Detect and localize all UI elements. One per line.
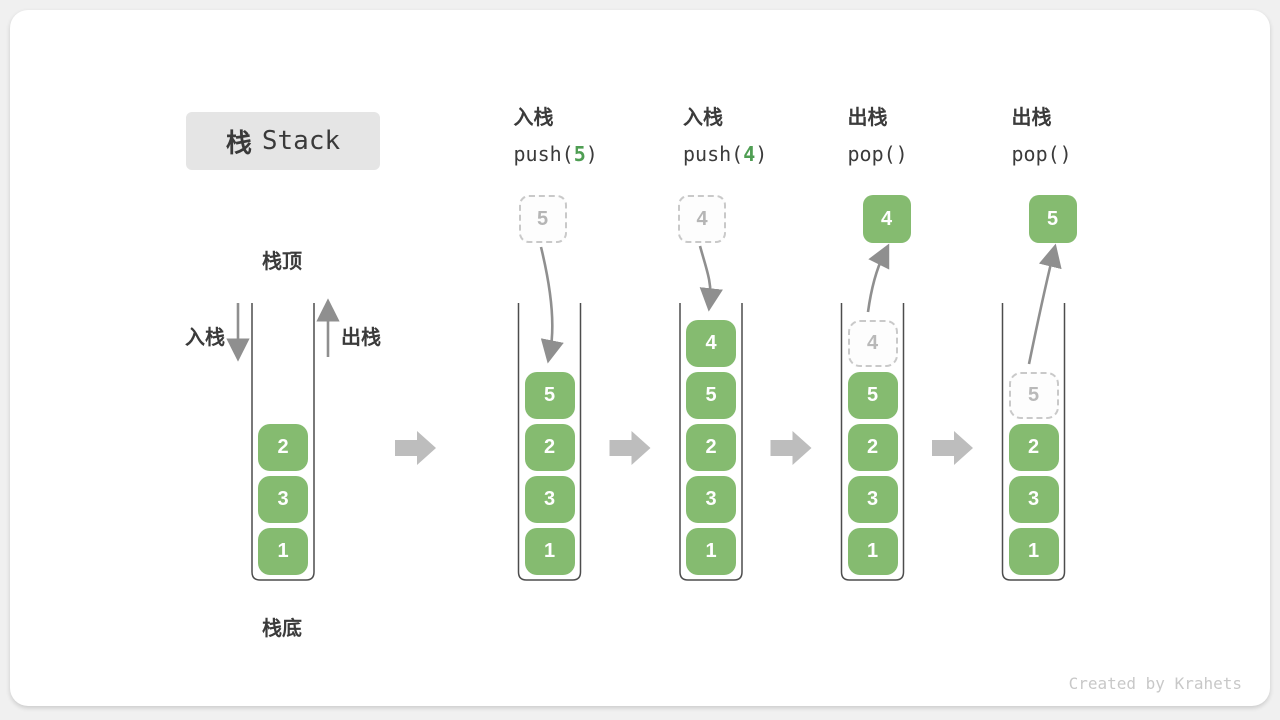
stack-block: 1 <box>847 528 898 575</box>
push-side-label: 入栈 <box>185 327 225 349</box>
stack-block: 1 <box>524 528 575 575</box>
stack-block: 2 <box>847 424 898 471</box>
stage-op-arg: 5 <box>573 142 586 166</box>
stage-op-code: push(5) <box>513 142 598 166</box>
transition-arrow-1 <box>609 431 651 465</box>
stack-block: 2 <box>524 424 575 471</box>
stack-block: 1 <box>1008 528 1059 575</box>
stack-top-label: 栈顶 <box>262 251 302 273</box>
stage-4-flow-arrow <box>1027 243 1062 365</box>
title-en: Stack <box>261 126 341 156</box>
ghost-block: 4 <box>847 320 898 367</box>
stack-block: 2 <box>686 424 736 471</box>
stage-2-floating-value: 4 <box>678 195 726 243</box>
stack-container-0 <box>251 303 315 581</box>
stack-block: 1 <box>258 528 308 575</box>
watermark: Created by Krahets <box>1068 674 1242 693</box>
stack-block: 4 <box>686 320 736 367</box>
stage-op-label: 入栈 <box>683 107 723 129</box>
stack-block: 5 <box>686 372 736 419</box>
stage-4-header: 出栈 pop() <box>1012 105 1072 167</box>
stack-block: 3 <box>258 476 308 523</box>
stage-op-code: pop() <box>1011 142 1072 166</box>
stage-op-label: 出栈 <box>1011 107 1052 129</box>
title-zh: 栈 <box>225 127 252 158</box>
stack-block: 1 <box>686 528 736 575</box>
transition-arrow-0 <box>395 431 436 465</box>
stage-1-header: 入栈 push(5) <box>514 105 598 167</box>
stage-2-flow-arrow <box>698 245 723 312</box>
stage-op-code: pop() <box>847 142 908 166</box>
pop-side-label: 出栈 <box>341 327 381 349</box>
transition-arrow-3 <box>932 431 973 465</box>
stack-block: 2 <box>258 424 308 471</box>
stack-block: 2 <box>1008 424 1059 471</box>
stage-op-arg: 4 <box>743 142 756 166</box>
stack-block: 5 <box>847 372 898 419</box>
stage-1-floating-value: 5 <box>518 195 567 243</box>
stack-container-1 <box>517 303 582 581</box>
stack-block: 3 <box>1008 476 1059 523</box>
stage-2-header: 入栈 push(4) <box>683 105 767 167</box>
stack-container-2 <box>679 303 743 581</box>
stage-op-label: 入栈 <box>513 107 554 129</box>
stage-3-flow-arrow <box>866 243 890 313</box>
transition-arrow-2 <box>770 431 812 465</box>
stack-block: 5 <box>524 372 575 419</box>
stage-op-code: push(4) <box>683 142 768 166</box>
stage-op-label: 出栈 <box>847 107 888 129</box>
stack-container-4 <box>1001 303 1066 581</box>
stack-bottom-label: 栈底 <box>262 618 302 640</box>
stack-container-3 <box>840 303 905 581</box>
stack-block: 3 <box>524 476 575 523</box>
stage-3-floating-value: 4 <box>862 195 911 243</box>
stage-4-floating-value: 5 <box>1028 195 1077 243</box>
stack-block: 3 <box>686 476 736 523</box>
title-box: 栈 Stack <box>186 112 380 170</box>
stage-3-header: 出栈 pop() <box>848 105 908 167</box>
stack-block: 3 <box>847 476 898 523</box>
stage-1-flow-arrow <box>539 246 564 364</box>
ghost-block: 5 <box>1008 372 1059 419</box>
